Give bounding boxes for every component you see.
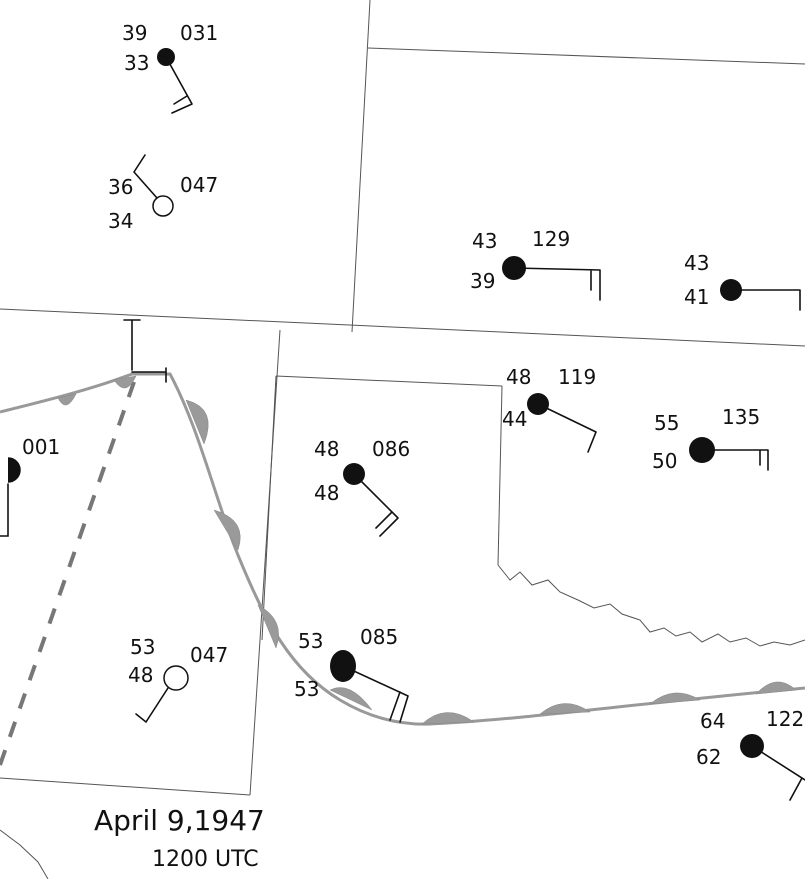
station-pressure: 119	[558, 365, 596, 389]
station-pressure: 047	[180, 173, 218, 197]
station-dew: 48	[128, 663, 153, 687]
sky-cover-half-outline	[7, 457, 21, 483]
border-rio-grande	[0, 829, 49, 879]
front-bump	[113, 375, 137, 389]
wind-barb	[751, 745, 805, 801]
dryline	[0, 381, 136, 766]
map-time: 1200 UTC	[152, 847, 259, 872]
station-dew: 44	[502, 407, 527, 431]
wind-barb	[0, 483, 9, 537]
station-pressure: 001	[22, 435, 60, 459]
wind-barb	[135, 687, 169, 724]
station-model: 55 50 135	[652, 405, 769, 473]
station-pressure: 135	[722, 405, 760, 429]
border-tx-west	[261, 375, 277, 641]
station-temp: 36	[108, 175, 133, 199]
station-pressure: 086	[372, 437, 410, 461]
border-nm-east	[249, 329, 281, 796]
station-model: 36 34 047	[108, 154, 218, 233]
station-model: 43 41	[684, 251, 801, 311]
station-model: 43 39 129	[470, 227, 601, 301]
front-bump	[185, 399, 209, 445]
wind-barb	[537, 403, 597, 453]
station-dew: 41	[684, 285, 709, 309]
station-dew: 33	[124, 51, 149, 75]
sky-cover-clear-icon	[163, 665, 189, 691]
border-co-ks-vertical	[351, 0, 371, 333]
wind-barb	[701, 449, 769, 471]
station-pressure: 031	[180, 21, 218, 45]
front-bump	[539, 703, 591, 715]
sky-cover-clear-icon	[152, 195, 174, 217]
sky-cover-half-icon	[8, 458, 20, 482]
map-date: April 9,1947	[94, 804, 265, 837]
front-bump	[421, 712, 475, 725]
station-model: 39 33 031	[122, 21, 218, 114]
station-model: 53 48 047	[128, 635, 228, 724]
station-model: 48 48 086	[314, 437, 410, 537]
border-panhandle-north	[275, 375, 503, 387]
border-nm-south	[0, 777, 251, 796]
station-temp: 48	[314, 437, 339, 461]
station-model: 001	[0, 435, 60, 537]
station-dew: 48	[314, 481, 339, 505]
station-temp: 48	[506, 365, 531, 389]
station-model: 48 44 119	[502, 365, 597, 453]
station-dew: 50	[652, 449, 677, 473]
low-center-marker	[123, 319, 167, 383]
wind-barb	[730, 289, 801, 311]
warm-front-bumps	[57, 375, 797, 725]
border-red-river	[497, 564, 805, 647]
station-pressure: 047	[190, 643, 228, 667]
station-dew: 62	[696, 745, 721, 769]
station-temp: 53	[298, 629, 323, 653]
station-pressure: 122	[766, 707, 804, 731]
station-model: 53 53 085	[294, 625, 409, 723]
station-temp: 39	[122, 21, 147, 45]
front-bump	[57, 393, 77, 406]
wind-barb	[353, 473, 399, 537]
front-bump	[257, 604, 279, 649]
border-ne-ks	[367, 47, 805, 65]
station-model: 64 62 122	[696, 707, 805, 801]
wind-barb	[513, 267, 601, 301]
border-panhandle-east	[497, 385, 503, 566]
front-bump	[329, 687, 373, 711]
station-temp: 55	[654, 411, 679, 435]
front-bump	[649, 692, 701, 705]
wind-barb	[133, 154, 158, 199]
wind-barb	[342, 665, 409, 723]
station-temp: 43	[684, 251, 709, 275]
wind-barb	[165, 56, 193, 114]
station-pressure: 129	[532, 227, 570, 251]
warm-front-line	[0, 372, 805, 726]
station-temp: 53	[130, 635, 155, 659]
front-bump	[755, 681, 797, 695]
station-temp: 64	[700, 709, 725, 733]
station-dew: 34	[108, 209, 133, 233]
border-37th-parallel	[0, 308, 805, 347]
station-pressure: 085	[360, 625, 398, 649]
station-dew: 53	[294, 677, 319, 701]
station-dew: 39	[470, 269, 495, 293]
front-bump	[213, 509, 241, 551]
station-temp: 43	[472, 229, 497, 253]
